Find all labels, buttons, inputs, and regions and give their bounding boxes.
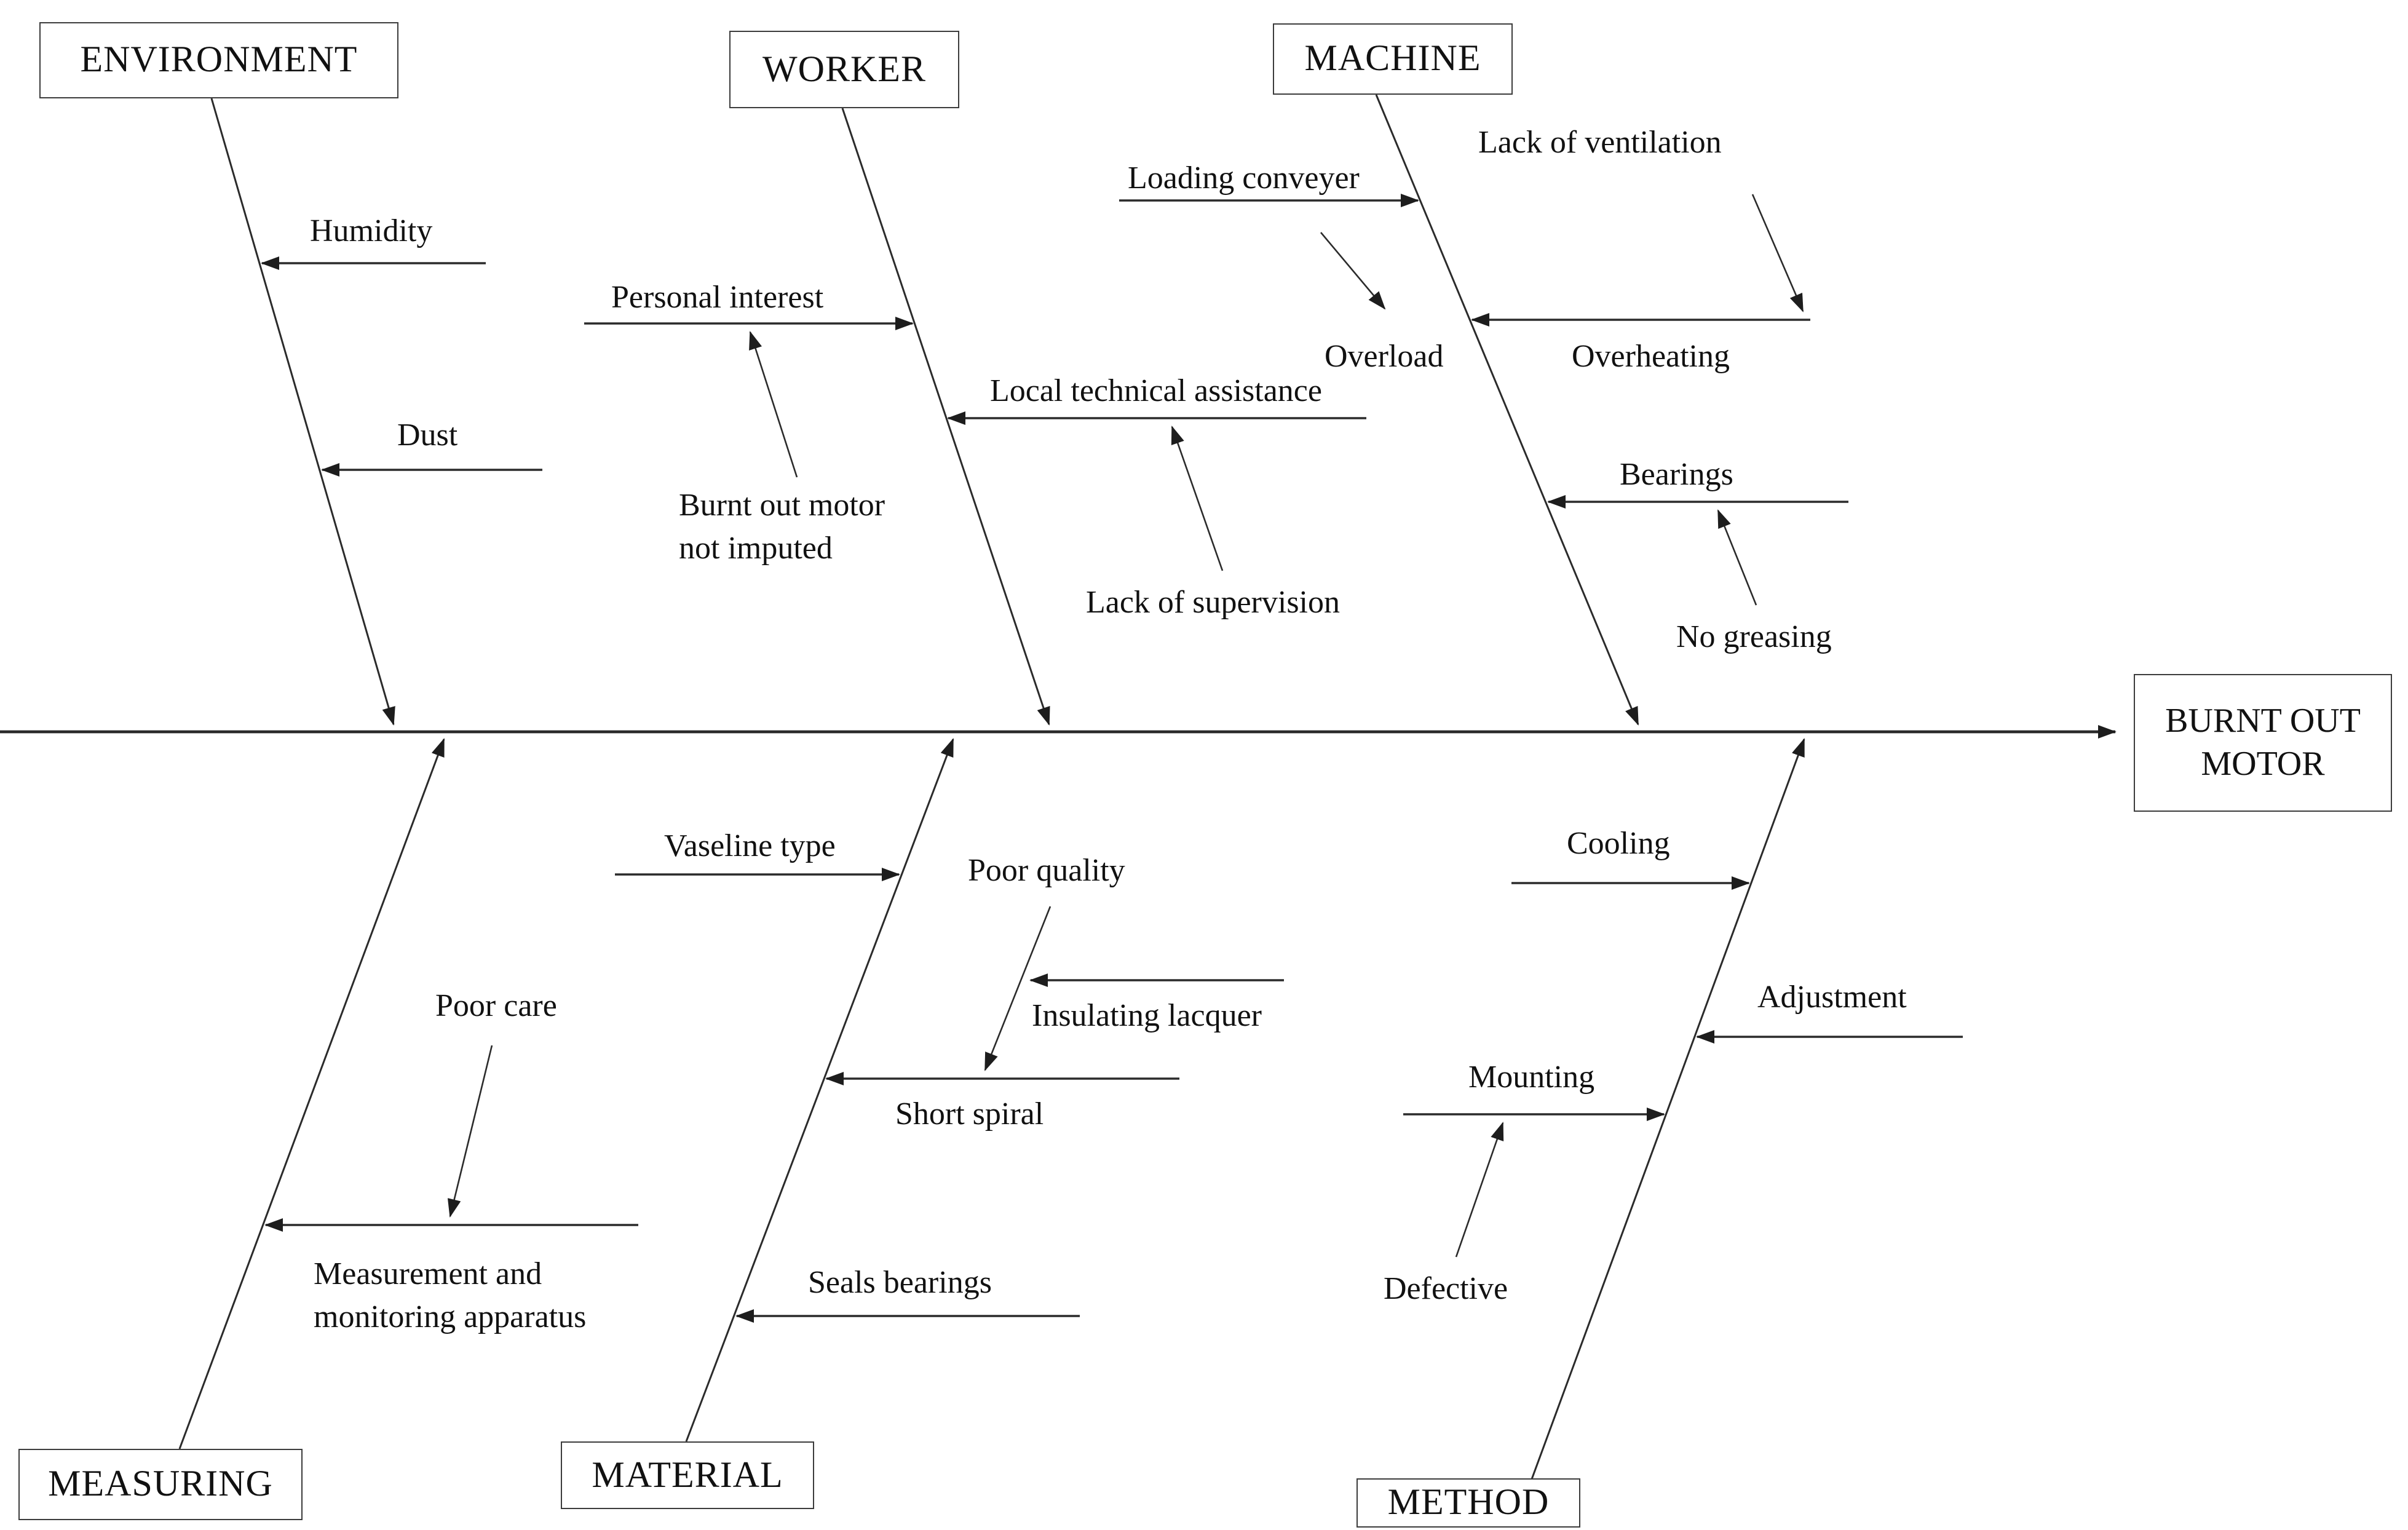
cause-label-short-spiral: Short spiral [895,1096,1044,1132]
poor-quality-arrow [984,906,1052,1071]
cause-label-insulating-lacquer: Insulating lacquer [1032,997,1262,1033]
cause-label-bearings: Bearings [1620,456,1733,492]
category-box-measuring: MEASURING [18,1449,303,1520]
lack-of-supervision-arrow [1171,426,1224,571]
cause-label-measurement-apparatus: Measurement and monitoring apparatus [314,1256,587,1335]
cause-label-no-greasing: No greasing [1676,619,1832,654]
cause-label-overload: Overload [1325,338,1444,374]
category-box-material: MATERIAL [561,1441,814,1509]
poor-care-arrow [447,1045,493,1218]
cause-label-personal-interest: Personal interest [611,279,824,315]
cause-label-dust: Dust [397,417,458,453]
cause-label-poor-care: Poor care [435,988,557,1023]
environment-branch-line [210,98,395,726]
worker-branch-line [841,108,1050,726]
cause-label-cooling: Cooling [1567,825,1670,861]
cause-label-local-technical-assistance: Local technical assistance [990,373,1322,408]
cause-label-defective: Defective [1384,1270,1508,1306]
burnt-out-motor-not-imputed-arrow [749,331,798,478]
cause-label-vaseline-type: Vaseline type [664,828,836,863]
effect-box-burnt-out-motor: BURNT OUT MOTOR [2134,674,2392,812]
cause-label-lack-of-supervision: Lack of supervision [1086,584,1341,620]
cause-label-overheating: Overheating [1572,338,1730,374]
category-box-environment: ENVIRONMENT [39,22,398,98]
machine-branch-line [1375,94,1639,726]
defective-arrow [1455,1122,1504,1258]
cause-label-adjustment: Adjustment [1757,979,1907,1015]
lack-of-ventilation-arrow [1751,194,1804,312]
method-branch-line [1530,738,1805,1481]
cause-label-poor-quality: Poor quality [968,852,1125,888]
category-box-method: METHOD [1356,1478,1580,1528]
no-greasing-arrow [1717,509,1757,606]
cause-label-loading-conveyer: Loading conveyer [1128,160,1360,196]
material-branch-line [685,738,954,1442]
measuring-branch-line [178,738,445,1449]
category-box-worker: WORKER [729,31,959,108]
cause-label-humidity: Humidity [310,213,433,248]
overload-arrow [1320,232,1386,310]
cause-label-burnt-out-motor-not-imputed: Burnt out motor not imputed [679,487,885,566]
cause-label-lack-of-ventilation: Lack of ventilation [1478,124,1722,160]
category-box-machine: MACHINE [1273,23,1513,95]
cause-label-mounting: Mounting [1468,1059,1595,1095]
cause-label-seals-bearings: Seals bearings [808,1264,992,1300]
